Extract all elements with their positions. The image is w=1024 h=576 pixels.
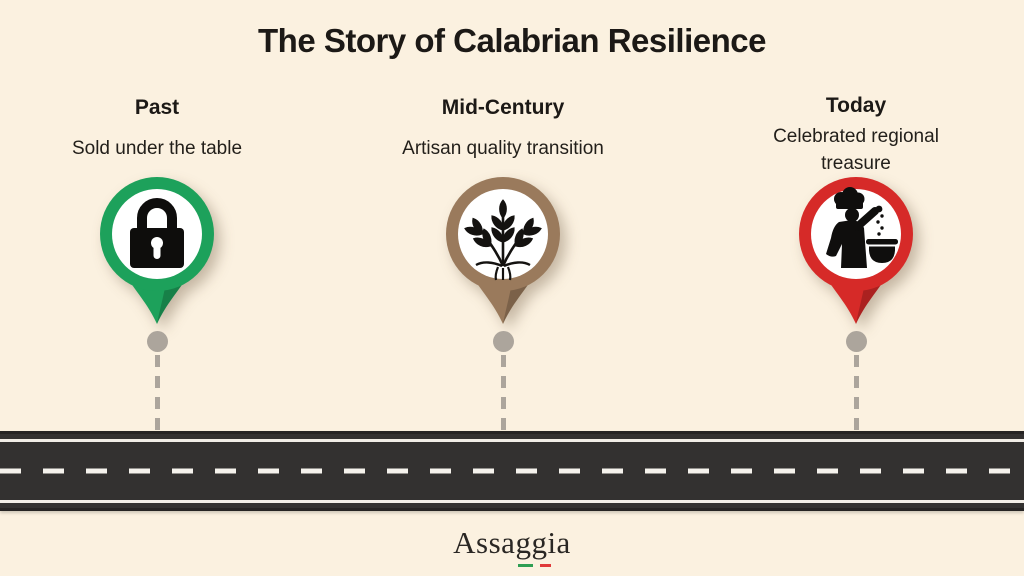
- map-pin-today: [799, 177, 913, 324]
- connector-dashed-line: [501, 355, 506, 432]
- lock-icon: [130, 198, 184, 268]
- milestone-today-description: Celebrated regional treasure: [773, 126, 939, 174]
- italian-flag-underline: [517, 564, 551, 567]
- map-pin-past: [100, 177, 214, 324]
- flag-red-dash: [539, 564, 551, 567]
- brand-footer: Assaggia: [0, 525, 1024, 568]
- timeline-node-dot: [493, 331, 514, 352]
- brand-name: Assaggia: [453, 525, 571, 560]
- road-center-dashes: [0, 468, 1024, 474]
- map-pin-mid-century: [446, 177, 560, 324]
- milestone-today-era: Today: [825, 94, 887, 117]
- milestone-mid-era: Mid-Century: [441, 96, 565, 119]
- flag-green-dash: [517, 564, 533, 567]
- timeline-node-dot: [846, 331, 867, 352]
- milestone-mid-description: Artisan quality transition: [402, 138, 604, 159]
- milestone-past-description: Sold under the table: [71, 138, 243, 159]
- timeline-road: [0, 431, 1024, 511]
- page-title: The Story of Calabrian Resilience: [258, 22, 767, 59]
- milestone-past-era: Past: [134, 96, 180, 119]
- brand-logo: Assaggia: [453, 525, 571, 568]
- chef-icon: [826, 187, 898, 268]
- connector-dashed-line: [155, 355, 160, 432]
- connector-dashed-line: [854, 355, 859, 432]
- timeline-node-dot: [147, 331, 168, 352]
- wheat-icon: [463, 199, 543, 281]
